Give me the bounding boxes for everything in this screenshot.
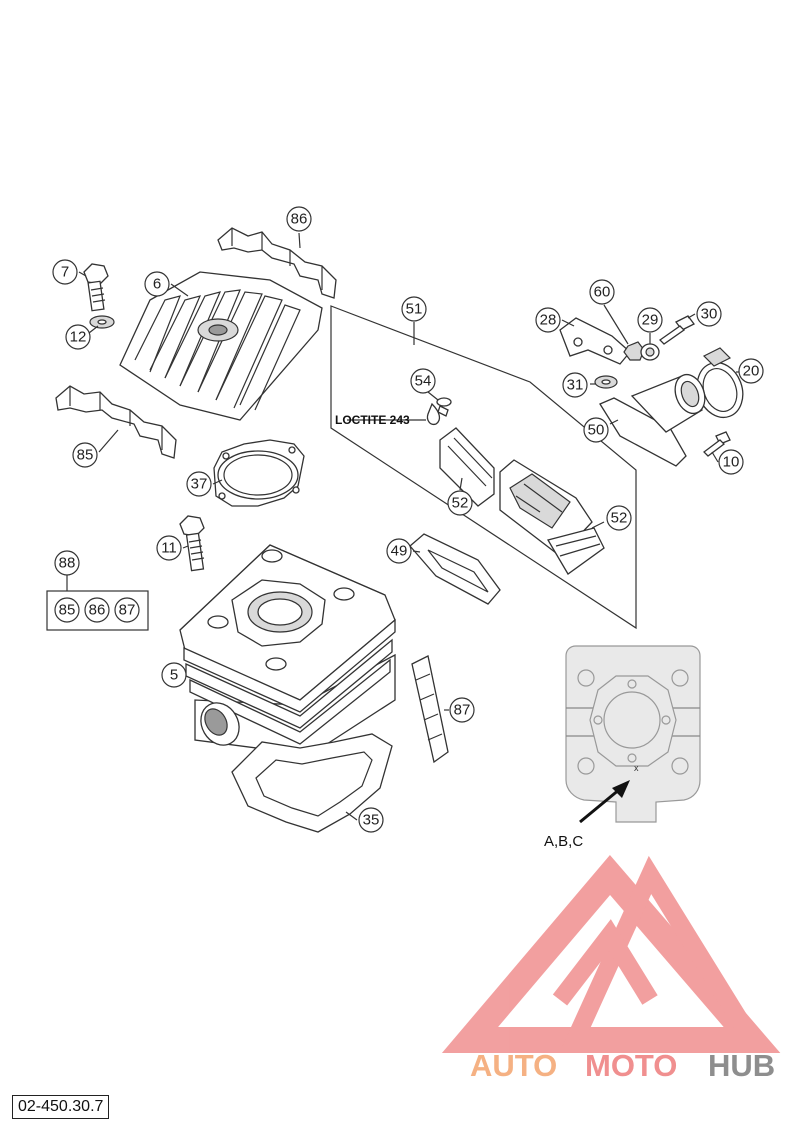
- part-12-washer: [89, 315, 115, 329]
- svg-text:49: 49: [391, 543, 408, 560]
- logo-text-hub: HUB: [708, 1048, 775, 1083]
- part-54-screw: [436, 397, 452, 417]
- inset-mark-label: x: [634, 763, 639, 773]
- svg-text:52: 52: [452, 495, 469, 512]
- part-50-intake-flange: [599, 373, 706, 467]
- svg-text:54: 54: [415, 373, 432, 390]
- part-49-gasket: [409, 533, 501, 605]
- svg-text:28: 28: [540, 312, 557, 329]
- reed-valve-block: [499, 459, 593, 557]
- callout-60: 60: [589, 279, 615, 305]
- callout-6: 6: [144, 271, 170, 297]
- callout-85: 85: [72, 442, 98, 468]
- arrow-head-icon: [612, 780, 630, 798]
- svg-text:37: 37: [191, 476, 208, 493]
- part-5-cylinder: [179, 544, 396, 756]
- svg-text:85: 85: [77, 447, 94, 464]
- logo-text-moto: MOTO: [585, 1048, 677, 1083]
- inset-cylinder-detail: x: [565, 645, 701, 824]
- callout-5: 5: [161, 662, 187, 688]
- svg-text:35: 35: [363, 812, 380, 829]
- logo-wordmark: AUTO MOTO HUB: [470, 1048, 775, 1083]
- svg-text:10: 10: [723, 454, 740, 471]
- inset-reference-label: A,B,C: [544, 833, 583, 850]
- callout-7: 7: [52, 259, 78, 285]
- part-86-bracket-top: [217, 227, 337, 299]
- cylinder-exhaust-port: [200, 702, 240, 746]
- svg-text:11: 11: [161, 540, 177, 557]
- svg-text:6: 6: [153, 276, 161, 293]
- callout-86: 86: [286, 206, 312, 232]
- callout-28: 28: [535, 307, 561, 333]
- callout-20: 20: [738, 358, 764, 384]
- svg-text:7: 7: [61, 264, 69, 281]
- callout-87: 87: [449, 697, 475, 723]
- callout-10: 10: [718, 449, 744, 475]
- svg-text:60: 60: [594, 284, 611, 301]
- svg-text:31: 31: [567, 377, 584, 394]
- logo-text-auto: AUTO: [470, 1048, 557, 1083]
- kit-item-85: 85: [54, 597, 80, 623]
- callout-35: 35: [358, 807, 384, 833]
- part-85-bracket-left: [55, 385, 177, 459]
- logo-triangle: [441, 854, 781, 1053]
- svg-text:30: 30: [701, 306, 718, 323]
- callout-11: 11: [156, 535, 182, 561]
- part-31-washer: [594, 375, 618, 389]
- svg-text:12: 12: [70, 329, 87, 346]
- kit-item-87: 87: [114, 597, 140, 623]
- part-11-bolt: [179, 515, 205, 572]
- part-87-strip: [411, 655, 449, 764]
- svg-text:87: 87: [454, 702, 471, 719]
- part-7-bolt: [83, 263, 109, 312]
- leader-lines: [78, 232, 740, 821]
- callout-12: 12: [65, 324, 91, 350]
- part-28-bracket: [559, 317, 631, 365]
- kit-88: 88 85 86 87: [46, 550, 149, 631]
- callout-50: 50: [583, 417, 609, 443]
- part-52-reed-left: [439, 427, 495, 507]
- callout-52-right: 52: [606, 505, 632, 531]
- svg-text:88: 88: [59, 555, 76, 572]
- part-6-cylinder-head: [119, 271, 323, 421]
- part-60-nut: [623, 341, 645, 361]
- svg-text:29: 29: [642, 312, 659, 329]
- reed-valve-group-frame: [330, 305, 637, 630]
- svg-text:50: 50: [588, 422, 605, 439]
- part-10-screw: [703, 431, 731, 457]
- callout-29: 29: [637, 307, 663, 333]
- loctite-label: LOCTITE 243: [335, 413, 410, 427]
- svg-text:85: 85: [59, 602, 76, 619]
- part-35-base-gasket: [231, 733, 393, 833]
- callout-30: 30: [696, 301, 722, 327]
- part-30-screw: [658, 315, 695, 345]
- callout-31: 31: [562, 372, 588, 398]
- part-37-head-gasket: [213, 439, 305, 507]
- svg-text:86: 86: [89, 602, 106, 619]
- callout-37: 37: [186, 471, 212, 497]
- part-number-label: 02-450.30.7: [12, 1095, 110, 1119]
- svg-text:52: 52: [611, 510, 628, 527]
- part-29-spacer: [640, 343, 660, 361]
- kit-item-86: 86: [84, 597, 110, 623]
- loctite-drop-icon: [426, 402, 441, 426]
- part-20-hose-clamp: [696, 347, 744, 419]
- callout-54: 54: [410, 368, 436, 394]
- callout-52-left: 52: [447, 490, 473, 516]
- svg-text:20: 20: [743, 363, 760, 380]
- svg-text:86: 86: [291, 211, 308, 228]
- callout-49: 49: [386, 538, 412, 564]
- svg-text:51: 51: [406, 301, 423, 318]
- part-52-reed-right: [547, 527, 605, 575]
- svg-text:5: 5: [170, 667, 178, 684]
- svg-text:87: 87: [119, 602, 136, 619]
- callout-51: 51: [401, 296, 427, 322]
- callout-88: 88: [54, 550, 80, 576]
